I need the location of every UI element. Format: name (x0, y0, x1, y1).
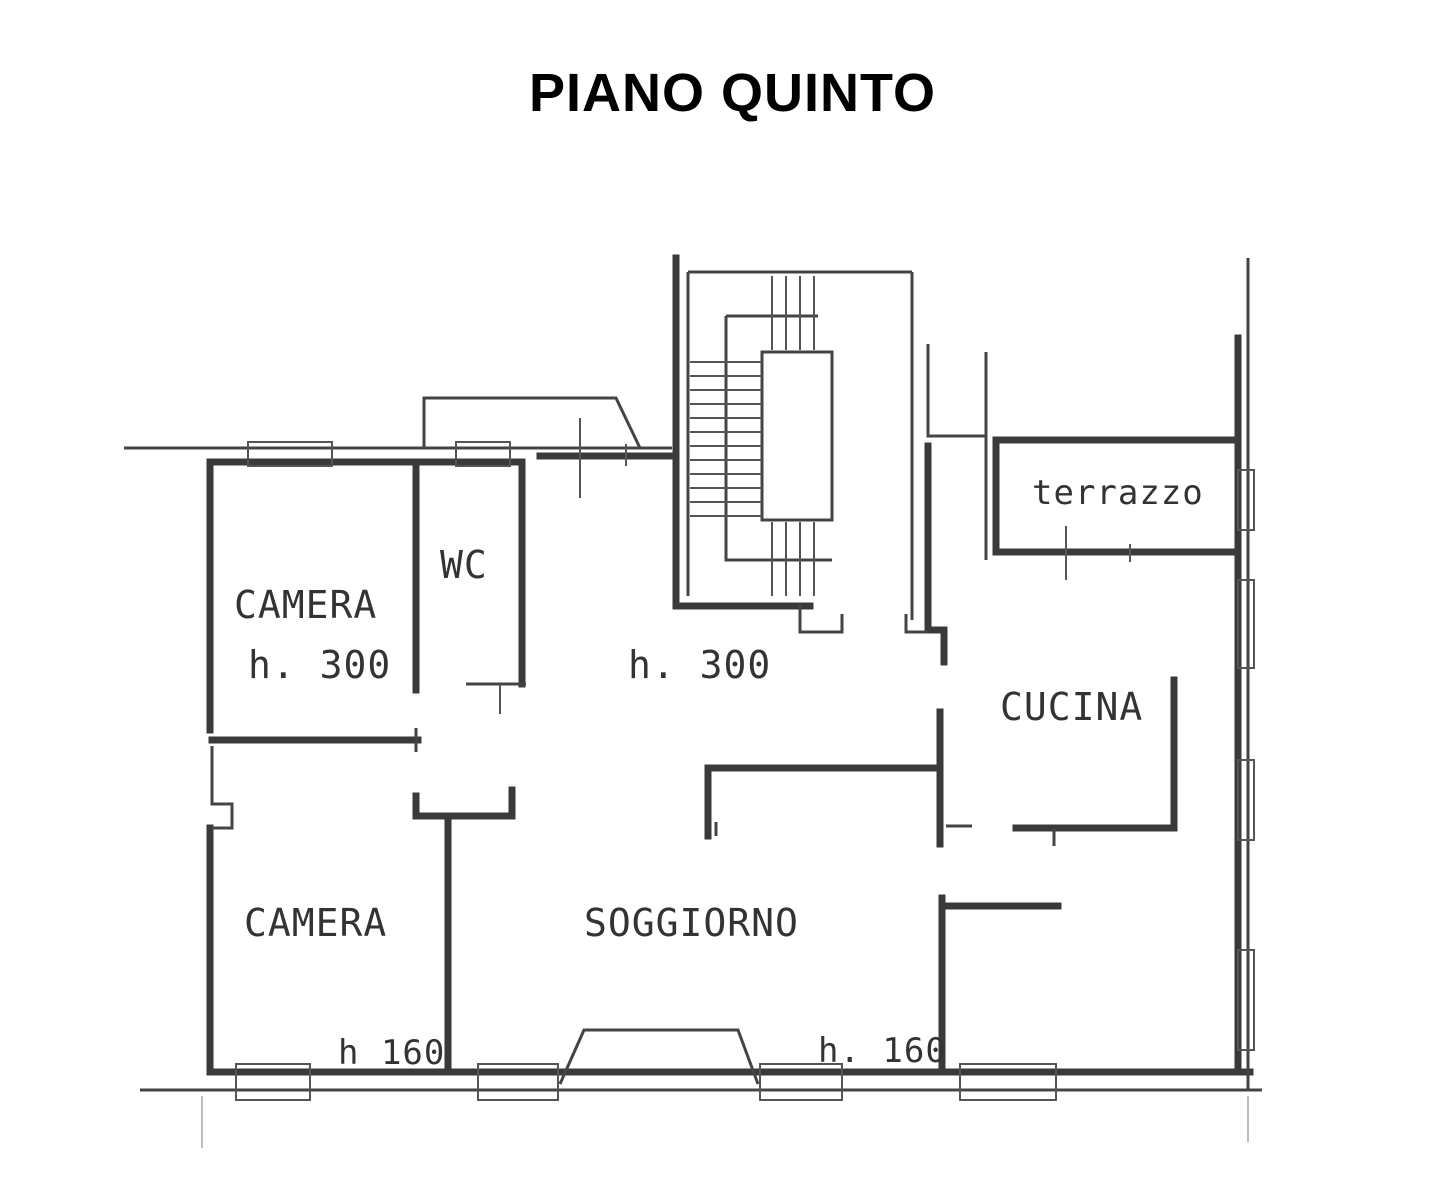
label-soggiorno-height: h. 160 (818, 1031, 947, 1071)
label-soggiorno: SOGGIORNO (584, 901, 799, 945)
scan-marks (201, 1096, 1249, 1148)
label-terrazzo: terrazzo (1032, 473, 1204, 513)
label-camera-top: CAMERA (234, 583, 377, 627)
label-camera-bottom: CAMERA (244, 901, 387, 945)
page-title: PIANO QUINTO (528, 63, 937, 123)
windows (235, 418, 1255, 1101)
balcony-outline (422, 396, 642, 449)
label-camera-top-height: h. 300 (248, 643, 391, 687)
label-cucina: CUCINA (1000, 685, 1143, 729)
label-camera-bottom-height: h 160 (338, 1033, 445, 1073)
label-wc: WC (440, 543, 488, 587)
stairwell (672, 254, 914, 634)
interior-walls (208, 344, 1240, 1085)
label-hall-height: h. 300 (628, 643, 771, 687)
